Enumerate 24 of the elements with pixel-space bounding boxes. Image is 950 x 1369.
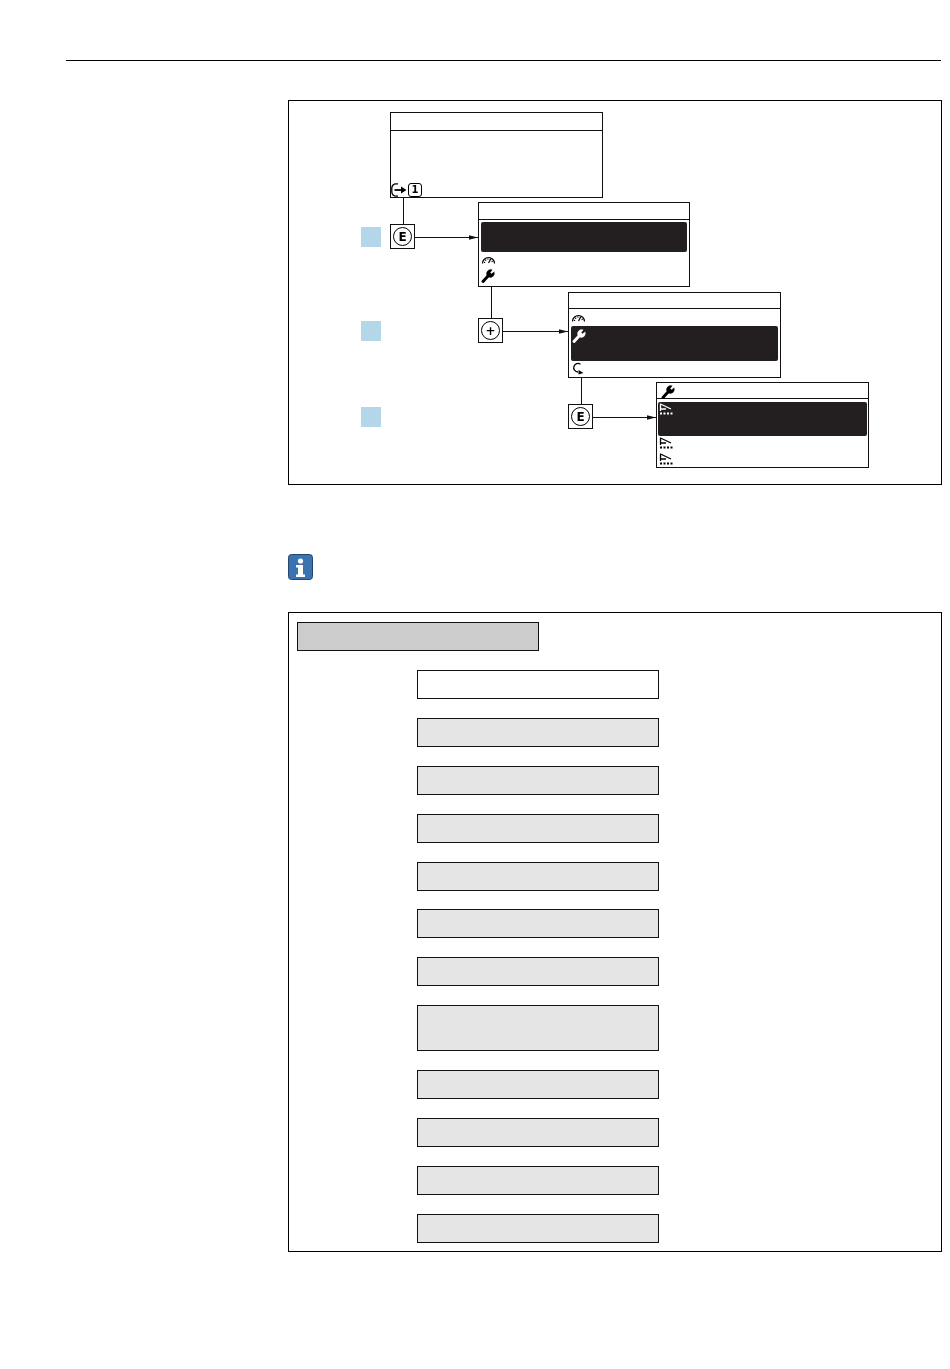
arrow — [502, 329, 569, 334]
display-screen — [568, 292, 781, 378]
display-screen — [656, 382, 869, 468]
menu-item-box — [417, 814, 659, 843]
menu-item-box — [417, 1070, 659, 1099]
connector-line — [491, 286, 492, 319]
menu-item-box — [417, 1005, 659, 1051]
menu-item-box — [417, 1118, 659, 1147]
menu-header-box — [297, 622, 539, 651]
menu-item-box — [417, 766, 659, 795]
connector-line — [581, 377, 582, 405]
menu-item-box — [417, 1166, 659, 1195]
menu-item-box — [417, 862, 659, 891]
menu-item-box — [417, 718, 659, 747]
menu-item-box — [417, 1214, 659, 1243]
menu-item-box — [417, 670, 659, 699]
connector-line — [403, 197, 404, 225]
display-screen — [390, 112, 603, 198]
arrow — [414, 235, 479, 240]
menu-item-box — [417, 957, 659, 986]
display-screen — [478, 202, 690, 287]
page-number: 1 — [408, 183, 422, 197]
menu-item-box — [417, 909, 659, 938]
arrow — [592, 415, 657, 420]
